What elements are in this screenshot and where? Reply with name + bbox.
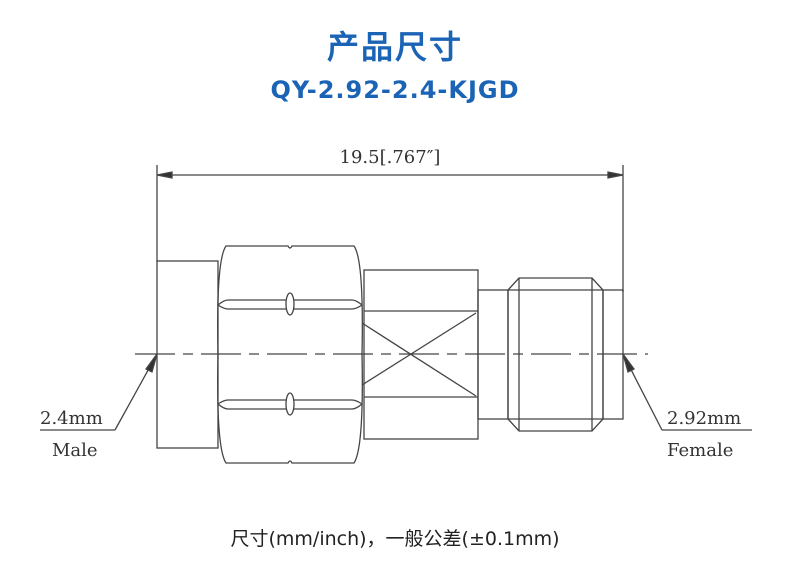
- overall-length-label: 19.5[.767″]: [340, 147, 441, 168]
- male-size-label: 2.4mm: [40, 408, 103, 429]
- male-callout: 2.4mm Male: [40, 353, 158, 461]
- female-coupling: [507, 277, 604, 432]
- male-gender-label: Male: [52, 440, 98, 461]
- hex-nut: [217, 245, 363, 464]
- model-number: QY-2.92-2.4-KJGD: [270, 76, 520, 104]
- female-callout: 2.92mm Female: [622, 353, 752, 461]
- female-size-label: 2.92mm: [667, 408, 741, 429]
- overall-dimension: 19.5[.767″]: [156, 147, 624, 292]
- page-title: 产品尺寸: [326, 28, 463, 66]
- tolerance-note: 尺寸(mm/inch)，一般公差(±0.1mm): [230, 528, 560, 550]
- female-gender-label: Female: [667, 440, 733, 461]
